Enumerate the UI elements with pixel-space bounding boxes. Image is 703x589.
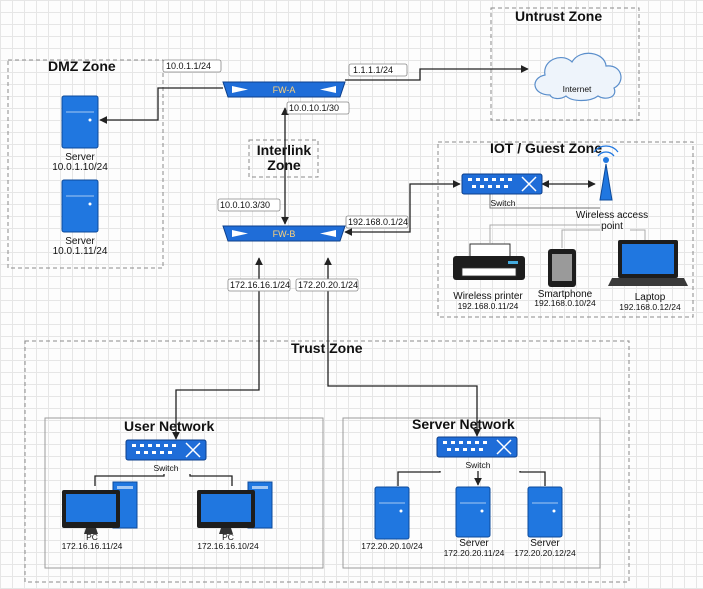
link-hidden: [440, 194, 487, 245]
printer-name: Wireless printer: [453, 291, 523, 302]
trust-server-2-name: Server: [459, 538, 489, 549]
svg-text:10.0.10.1/30: 10.0.10.1/30: [289, 103, 339, 113]
server-switch-label: Switch: [465, 460, 490, 470]
link-srv-switch-srv3: [519, 471, 546, 486]
user-network-title: User Network: [124, 418, 214, 434]
dmz-zone-title: DMZ Zone: [48, 58, 116, 74]
wireless-access-point[interactable]: Wireless access point: [576, 145, 648, 232]
trust-server-3-ip: 172.20.20.12/24: [514, 548, 576, 558]
wap-label-2: point: [601, 221, 623, 232]
svg-text:172.20.20.1/24: 172.20.20.1/24: [298, 280, 358, 290]
wifi-laptop: [630, 229, 646, 240]
link-srv-switch-srv1: [397, 471, 441, 486]
printer-ip: 192.168.0.11/24: [458, 301, 519, 311]
firewall-a[interactable]: FW-A: [222, 81, 346, 98]
wifi-printer: [489, 224, 600, 243]
iot-switch-label: Switch: [490, 198, 515, 208]
link-fwa-internet: [345, 65, 529, 81]
internet-label: Internet: [563, 84, 592, 94]
firewall-a-label: FW-A: [273, 85, 296, 95]
ip-tag-fwa-wan: 1.1.1.1/24: [348, 63, 408, 77]
trust-server-2[interactable]: Server 172.20.20.11/24: [444, 486, 505, 558]
firewall-a-icon: [222, 81, 346, 98]
svg-text:192.168.0.1/24: 192.168.0.1/24: [348, 217, 408, 227]
server-icon: [527, 486, 563, 538]
dmz-server-2-ip: 10.0.1.11/24: [53, 246, 108, 257]
user-switch-label: Switch: [153, 463, 178, 473]
ip-tag-fwb-server: 172.20.20.1/24: [295, 278, 359, 292]
server-icon: [374, 486, 410, 540]
iot-zone-title: IOT / Guest Zone: [490, 140, 602, 156]
pc-1-ip: 172.16.16.11/24: [62, 541, 123, 551]
dmz-server-1-name: Server: [65, 152, 95, 163]
wap-label-1: Wireless access: [576, 210, 648, 221]
trust-server-1-ip: 172.20.20.10/24: [361, 541, 423, 551]
smartphone-ip: 192.168.0.10/24: [534, 298, 596, 308]
untrust-zone-box: [490, 7, 640, 121]
link-user-switch-pc2: [189, 474, 233, 486]
trust-server-1[interactable]: 172.20.20.10/24: [361, 486, 423, 551]
untrust-zone-title: Untrust Zone: [515, 8, 602, 24]
laptop[interactable]: Laptop 192.168.0.12/24: [608, 240, 688, 312]
server-icon: [61, 95, 99, 149]
dmz-server-1-ip: 10.0.1.10/24: [52, 162, 108, 173]
link-fwb-server-switch: [324, 257, 481, 437]
trust-server-2-ip: 172.20.20.11/24: [444, 548, 505, 558]
pc-2-ip: 172.16.16.10/24: [197, 541, 259, 551]
switch-icon: [436, 436, 518, 458]
link-switch-wireless-bus: [489, 194, 600, 209]
svg-text:172.16.16.1/24: 172.16.16.1/24: [230, 280, 290, 290]
smartphone-name: Smartphone: [538, 289, 593, 300]
firewall-b[interactable]: FW-B: [222, 225, 346, 242]
wireless-printer[interactable]: Wireless printer 192.168.0.11/24: [453, 243, 525, 311]
svg-text:10.0.10.3/30: 10.0.10.3/30: [220, 200, 270, 210]
server-switch[interactable]: Switch: [436, 436, 518, 470]
server-network-title: Server Network: [412, 416, 515, 432]
user-switch[interactable]: Switch: [125, 439, 207, 473]
interlink-zone-title-1: Interlink: [257, 142, 312, 158]
firewall-b-icon: [222, 225, 346, 242]
link-fwb-iot-switch: [344, 180, 461, 236]
server-icon: [61, 179, 99, 233]
link-user-switch-pc1: [94, 474, 165, 486]
interlink-zone-title-2: Zone: [267, 157, 301, 173]
link-fwb-user-switch: [172, 257, 263, 440]
trust-server-3[interactable]: Server 172.20.20.12/24: [514, 486, 576, 558]
antenna-icon: [599, 163, 613, 201]
cloud-icon: [534, 52, 622, 102]
server-icon: [455, 486, 491, 538]
dmz-server-2[interactable]: Server 10.0.1.11/24: [53, 179, 108, 257]
ip-tag-fwa-link: 10.0.10.1/30: [286, 101, 350, 115]
link-fwa-dmz: [99, 87, 223, 124]
switch-icon: [125, 439, 207, 461]
svg-text:10.0.1.1/24: 10.0.1.1/24: [166, 61, 211, 71]
iot-switch[interactable]: Switch: [461, 173, 543, 208]
laptop-ip: 192.168.0.12/24: [619, 302, 681, 312]
dmz-server-2-name: Server: [65, 236, 95, 247]
wifi-phone: [561, 229, 600, 248]
pc-2-name: PC: [222, 532, 234, 542]
laptop-name: Laptop: [635, 292, 666, 303]
firewall-b-label: FW-B: [273, 229, 296, 239]
ip-tag-fwb-iot: 192.168.0.1/24: [345, 215, 409, 229]
internet-cloud[interactable]: Internet: [534, 52, 622, 102]
pc-1[interactable]: PC 172.16.16.11/24: [62, 481, 138, 551]
dmz-server-1[interactable]: Server 10.0.1.10/24: [52, 95, 108, 173]
trust-server-3-name: Server: [530, 538, 560, 549]
trust-zone-title: Trust Zone: [291, 340, 363, 356]
ip-tag-fwb-user: 172.16.16.1/24: [227, 278, 291, 292]
pc-2[interactable]: PC 172.16.16.10/24: [197, 481, 273, 551]
switch-icon: [461, 173, 543, 195]
svg-text:1.1.1.1/24: 1.1.1.1/24: [353, 65, 393, 75]
ip-tag-fwa-dmz: 10.0.1.1/24: [162, 59, 222, 73]
smartphone[interactable]: Smartphone 192.168.0.10/24: [534, 249, 596, 308]
ip-tag-fwb-link: 10.0.10.3/30: [217, 198, 281, 212]
pc-1-name: PC: [86, 532, 98, 542]
dmz-zone-box: [7, 59, 164, 269]
